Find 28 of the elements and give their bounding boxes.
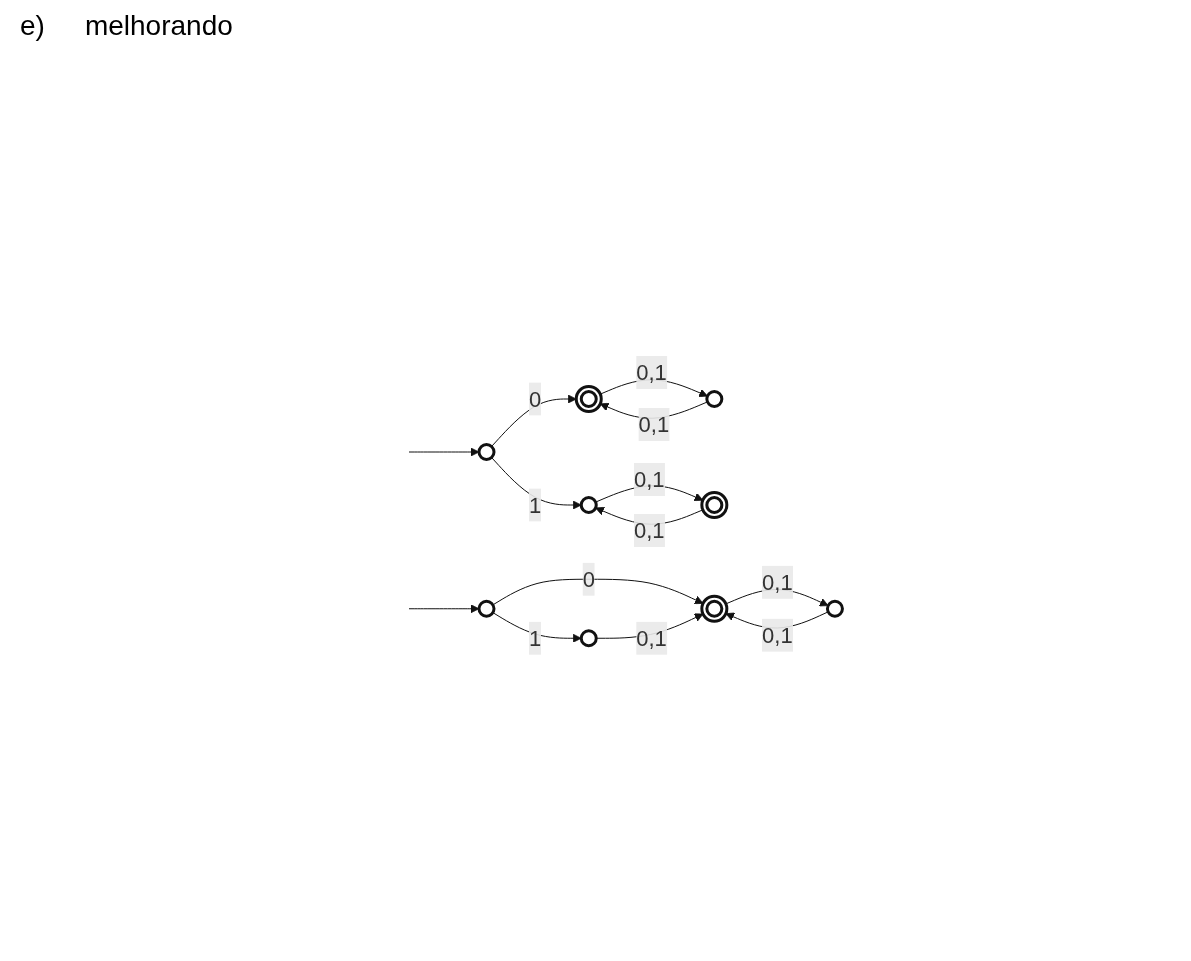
edge-label: 0,1	[636, 359, 667, 385]
node-circle	[700, 490, 729, 519]
node-circle	[579, 628, 598, 647]
arrow	[492, 578, 704, 605]
node-circle	[705, 389, 724, 408]
arrow	[490, 394, 577, 447]
note-text: melhorando	[84, 10, 233, 41]
arrow	[408, 447, 480, 457]
node-circle	[700, 594, 729, 623]
node-circle	[477, 442, 496, 461]
edge-label: 0	[582, 566, 595, 592]
edge-label: 0	[528, 386, 542, 412]
note-text: e)	[20, 10, 45, 41]
node-circle	[477, 599, 496, 618]
edge-label: 0,1	[638, 411, 669, 437]
arrow	[408, 604, 480, 613]
edge-label: 0,1	[761, 569, 793, 595]
edge-label: 0,1	[633, 466, 665, 492]
edge-label: 0,1	[636, 625, 667, 651]
node-circle	[825, 599, 844, 618]
node-circle	[574, 384, 603, 413]
edge-label: 1	[528, 625, 542, 651]
node-circle	[579, 495, 598, 514]
arrow	[492, 611, 582, 643]
edge-label: 0,1	[761, 622, 793, 648]
arrow	[490, 456, 582, 510]
edge-label: 0,1	[633, 517, 665, 543]
edge-label: 1	[528, 492, 542, 518]
